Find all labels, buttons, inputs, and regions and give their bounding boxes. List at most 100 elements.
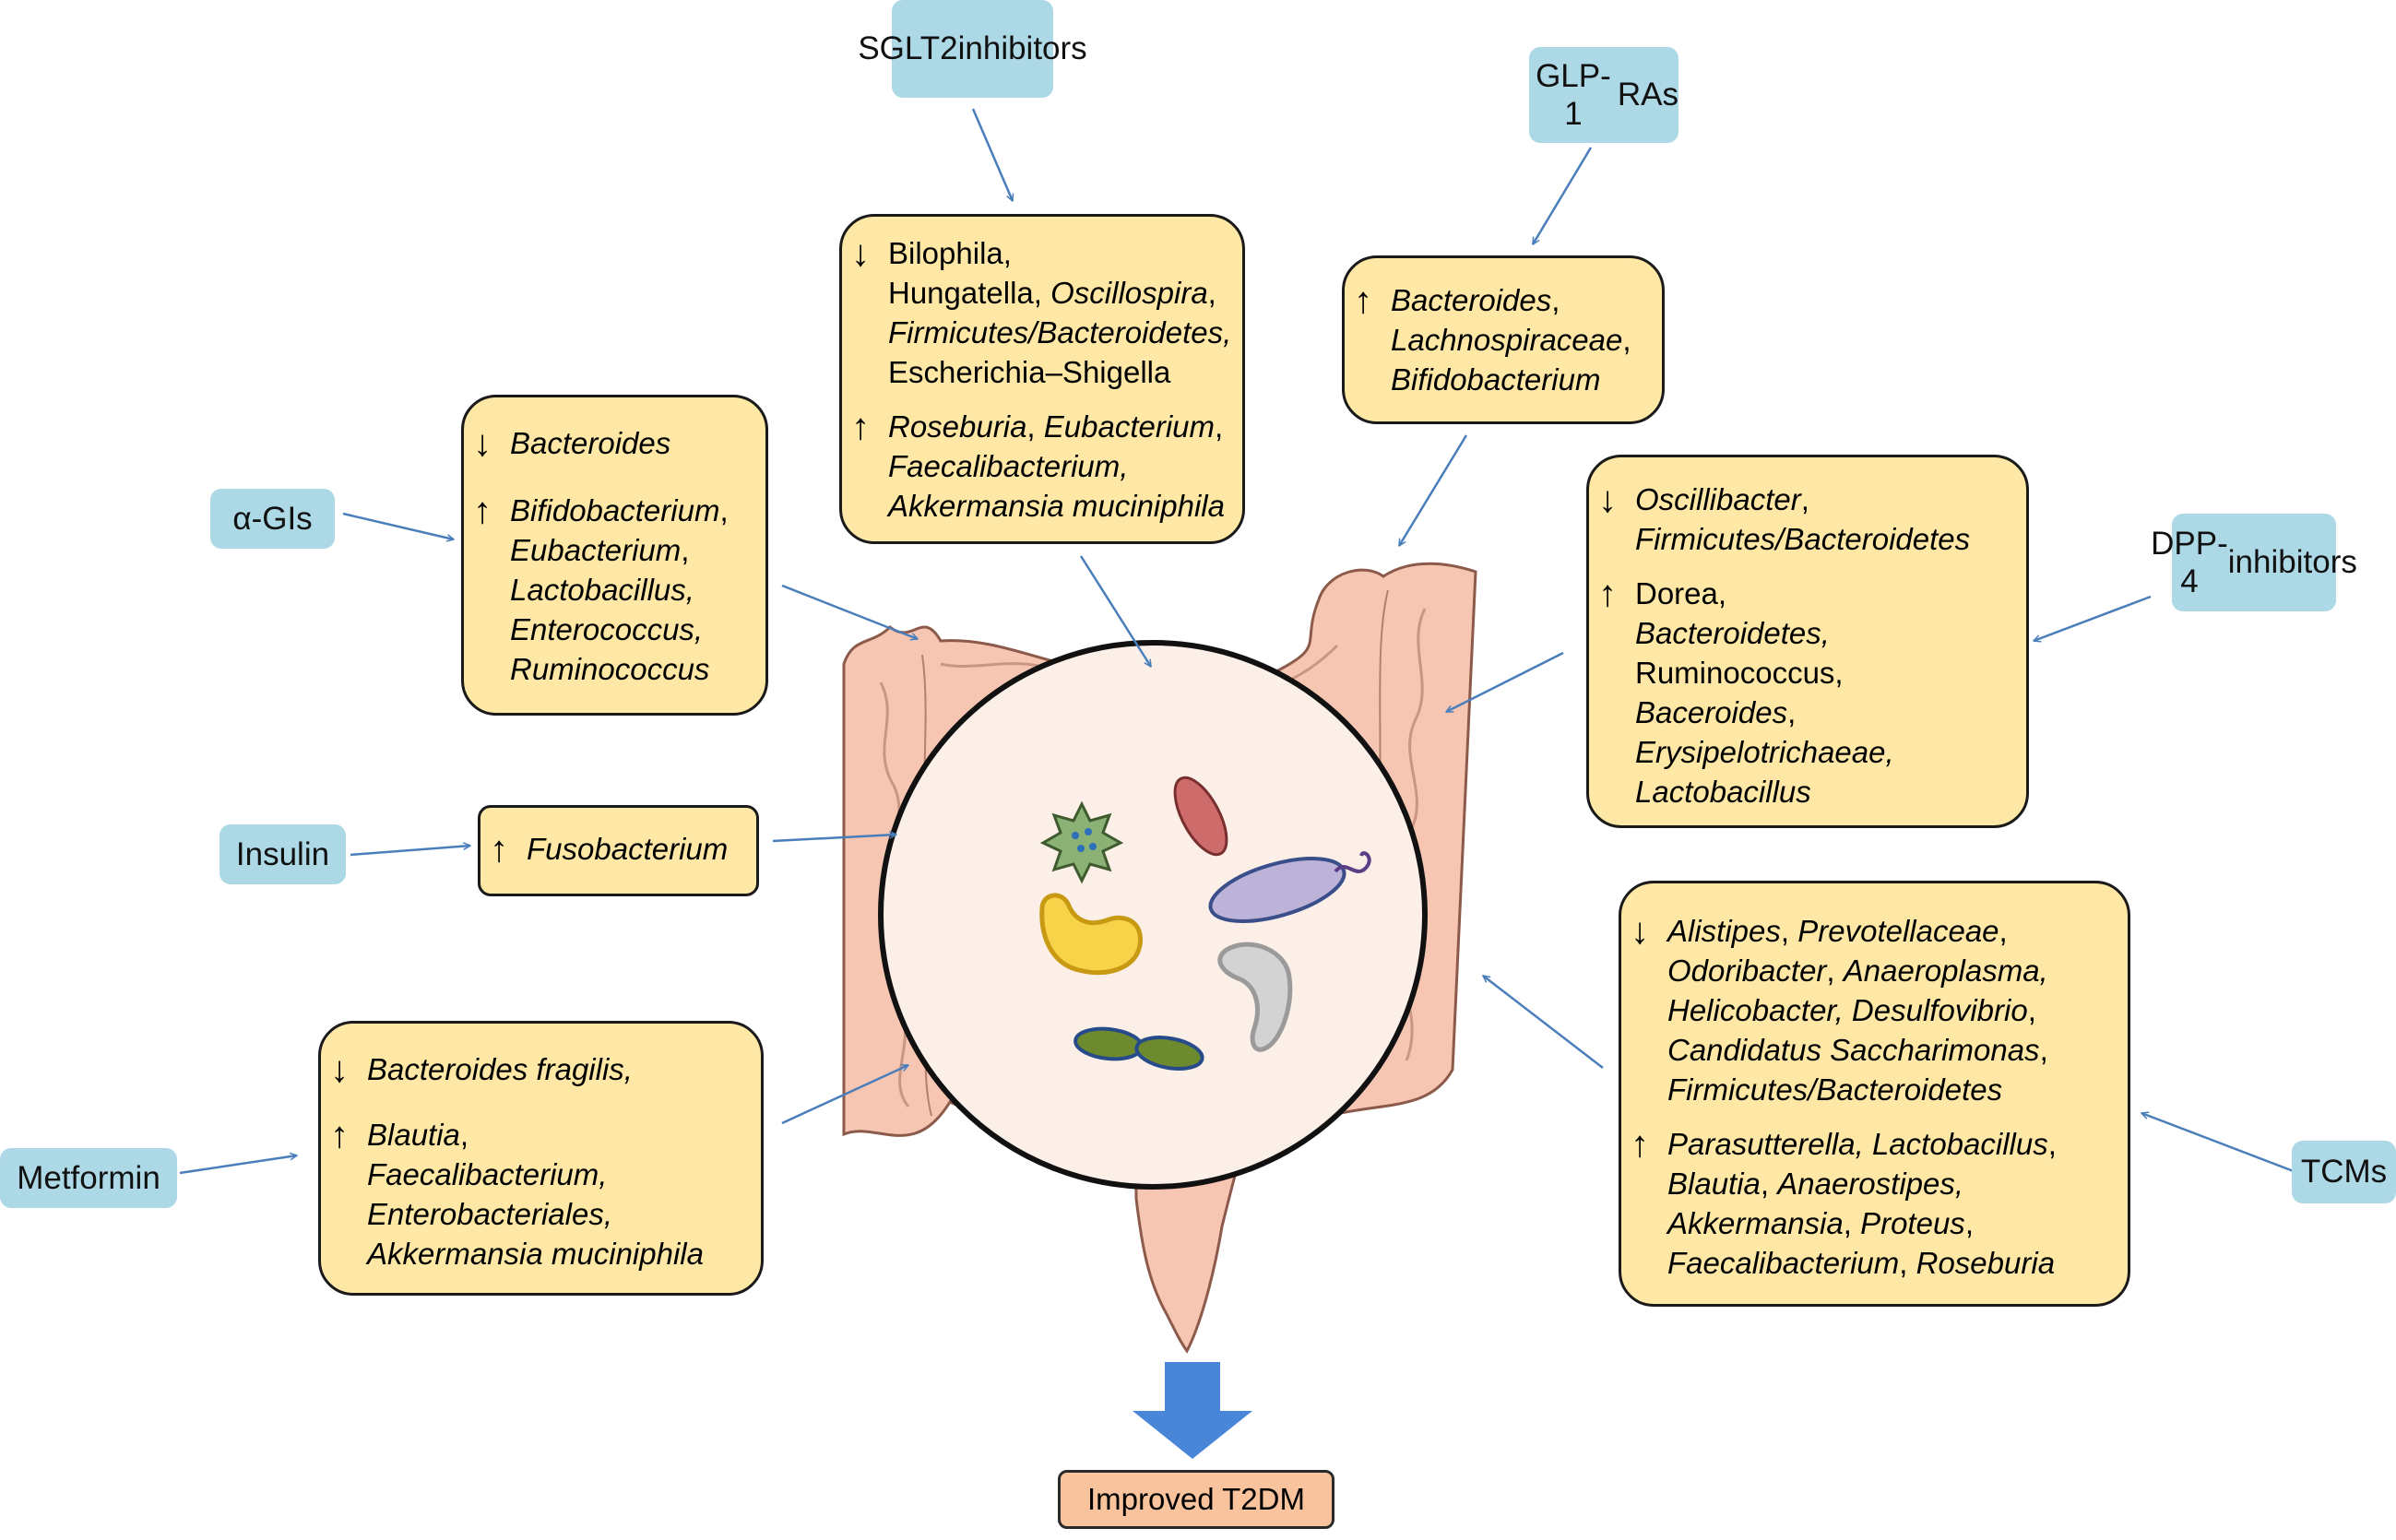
taxon-text: Lactobacillus: [1635, 775, 1811, 809]
taxa-line: Bacteroidetes,: [1635, 613, 2015, 653]
taxon-text: Proteus: [1860, 1206, 1965, 1240]
taxon-text: Bilophila,: [888, 236, 1012, 270]
taxon-text: ,: [2039, 1033, 2048, 1067]
taxa-line: Lactobacillus: [1635, 772, 2015, 811]
taxa-line: Escherichia–Shigella: [888, 352, 1231, 392]
taxa-line: Faecalibacterium, Roseburia: [1667, 1243, 2117, 1283]
taxon-text: Oscillospira: [1050, 276, 1208, 310]
taxon-text: ,: [1999, 914, 2008, 948]
taxon-text: Akkermansia muciniphila: [367, 1237, 704, 1271]
taxon-text: ,: [459, 1118, 469, 1152]
taxa-line: Parasutterella, Lactobacillus,: [1667, 1124, 2117, 1164]
taxon-text: Anaeroplasma,: [1843, 954, 2048, 988]
taxon-text: Roseburia: [1916, 1246, 2056, 1280]
taxa-lines: Dorea,Bacteroidetes,Ruminococcus,Baceroi…: [1635, 574, 2015, 811]
drug-label-glp1: GLP-1 RAs: [1529, 47, 1678, 143]
taxa-line: Firmicutes/Bacteroidetes,: [888, 313, 1231, 352]
section-decreased: ↓ Alistipes, Prevotellaceae,Odoribacter,…: [1631, 911, 2117, 1109]
drug-label-line: α-GIs: [232, 500, 313, 537]
taxon-text: Firmicutes/Bacteroidetes: [1667, 1072, 2003, 1107]
box-dpp4-effects: ↓ Oscillibacter,Firmicutes/Bacteroidetes…: [1586, 455, 2029, 828]
grey-comma-microbe-icon: [1217, 942, 1293, 1052]
taxon-text: ,: [1207, 276, 1216, 310]
taxon-text: Candidatus Saccharimonas: [1667, 1033, 2040, 1067]
box-metformin-effects: ↓ Bacteroides fragilis, ↑ Blautia,Faecal…: [318, 1021, 764, 1296]
taxon-text: ,: [681, 533, 690, 567]
taxa-lines: Alistipes, Prevotellaceae,Odoribacter, A…: [1667, 911, 2117, 1109]
taxon-text: Faecalibacterium: [1667, 1246, 1900, 1280]
taxon-text: Faecalibacterium,: [367, 1157, 608, 1191]
taxon-text: Ruminococcus: [510, 652, 710, 686]
taxa-line: Ruminococcus: [510, 649, 754, 689]
taxa-line: Erysipelotrichaeae,: [1635, 732, 2015, 772]
taxon-text: Helicobacter, Desulfovibrio: [1667, 993, 2028, 1027]
drug-label-line: Insulin: [235, 835, 330, 872]
taxon-text: ,: [1780, 914, 1798, 948]
drug-label-insulin: Insulin: [219, 824, 346, 884]
drug-label-line: Metformin: [17, 1159, 160, 1196]
taxa-line: Oscillibacter,: [1635, 480, 2015, 519]
up-arrow-icon: ↑: [851, 407, 870, 447]
taxon-text: ,: [1843, 1206, 1861, 1240]
down-arrow-icon: ↓: [473, 423, 492, 464]
taxon-text: Ruminococcus,: [1635, 656, 1844, 690]
taxa-line: Alistipes, Prevotellaceae,: [1667, 911, 2117, 951]
taxon-text: Lachnospiraceae: [1391, 323, 1623, 357]
taxon-text: Anaerostipes,: [1777, 1167, 1964, 1201]
outcome-improved-t2dm: Improved T2DM: [1058, 1470, 1334, 1529]
taxa-line: Akkermansia muciniphila: [888, 486, 1231, 526]
up-arrow-icon: ↑: [1631, 1124, 1649, 1165]
taxa-line: Blautia, Anaerostipes,: [1667, 1164, 2117, 1203]
taxon-text: Enterococcus,: [510, 612, 704, 646]
box-glp1-effects: ↑ Bacteroides,Lachnospiraceae,Bifidobact…: [1342, 255, 1665, 424]
down-arrow-icon: ↓: [1598, 480, 1617, 520]
taxa-line: Roseburia, Eubacterium,: [888, 407, 1231, 446]
section-increased: ↑ Dorea,Bacteroidetes,Ruminococcus,Bacer…: [1598, 574, 2015, 811]
arrow-insulin-to-box: [350, 846, 470, 857]
taxon-text: Eubacterium: [1043, 409, 1216, 444]
drug-label-sglt2: SGLT2 inhibitors: [858, 0, 1087, 98]
arrow-glp1-box-to-gut: [1397, 434, 1468, 546]
arrow-metformin-box-to-gut: [781, 1063, 908, 1125]
section-increased: ↑ Fusobacterium: [490, 829, 745, 869]
taxa-line: Helicobacter, Desulfovibrio,: [1667, 990, 2117, 1030]
drug-label-line: inhibitors: [2227, 544, 2357, 581]
taxa-line: Faecalibacterium,: [367, 1155, 750, 1194]
taxa-line: Akkermansia, Proteus,: [1667, 1203, 2117, 1243]
taxon-text: ,: [2027, 993, 2036, 1027]
taxon-text: Firmicutes/Bacteroidetes: [1635, 522, 1971, 556]
taxon-text: Fusobacterium: [527, 832, 729, 866]
taxon-text: ,: [1551, 283, 1560, 317]
taxon-text: Enterobacteriales,: [367, 1197, 612, 1231]
drug-label-line: inhibitors: [957, 30, 1087, 67]
taxa-line: Baceroides,: [1635, 693, 2015, 732]
section-decreased: ↓ Oscillibacter,Firmicutes/Bacteroidetes: [1598, 480, 2015, 559]
taxon-text: Erysipelotrichaeae,: [1635, 735, 1894, 769]
taxon-text: Eubacterium: [510, 533, 682, 567]
taxa-line: Bifidobacterium,: [510, 491, 754, 530]
taxon-text: Akkermansia: [1667, 1206, 1844, 1240]
outcome-label: Improved T2DM: [1087, 1482, 1305, 1516]
drug-label-agi: α-GIs: [210, 489, 335, 549]
taxa-line: Blautia,: [367, 1115, 750, 1155]
taxa-line: Hungatella, Oscillospira,: [888, 273, 1231, 313]
taxa-line: Candidatus Saccharimonas,: [1667, 1030, 2117, 1070]
star-microbe-icon: [1039, 800, 1124, 884]
taxa-line: Bilophila,: [888, 233, 1231, 273]
taxon-text: Blautia: [367, 1118, 460, 1152]
taxon-text: Hungatella,: [888, 276, 1051, 310]
taxa-line: Bacteroides: [510, 423, 754, 463]
taxa-line: Firmicutes/Bacteroidetes: [1635, 519, 2015, 559]
taxa-lines: Fusobacterium: [527, 829, 745, 869]
taxon-text: ,: [1800, 482, 1809, 516]
arrow-glp1-to-box: [1531, 147, 1593, 244]
taxa-line: Faecalibacterium,: [888, 446, 1231, 486]
down-arrow-icon: ↓: [851, 233, 870, 274]
down-arrow-icon: ↓: [1631, 911, 1649, 952]
taxon-text: ,: [1026, 409, 1044, 444]
gut-microbiota-lens: [878, 640, 1428, 1190]
taxon-text: Bacteroides: [510, 426, 671, 460]
taxon-text: Bifidobacterium: [1391, 362, 1601, 397]
star-microbe-dot: [1085, 828, 1092, 835]
